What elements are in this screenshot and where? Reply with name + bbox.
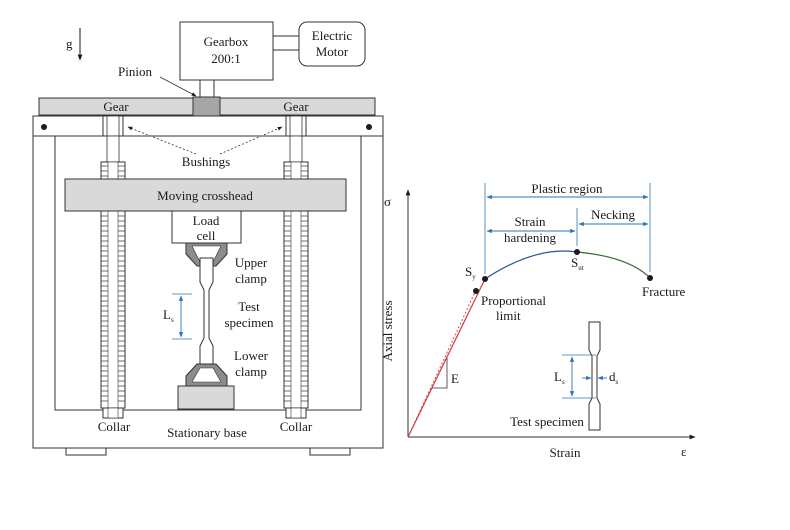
gear-right-label: Gear <box>283 99 309 114</box>
strain-hardening-curve <box>484 250 578 280</box>
epsilon-symbol: ε <box>681 444 687 459</box>
motor-coupling <box>272 35 300 51</box>
ultimate-label: Sut <box>571 255 584 272</box>
load-cell-label-2: cell <box>197 228 216 243</box>
screw-rod-left-upper <box>106 135 120 163</box>
lower-clamp-label-2: clamp <box>235 364 267 379</box>
gravity-label: g <box>66 36 73 51</box>
electric-motor <box>298 21 366 67</box>
elastic-extension <box>407 289 477 438</box>
diameter-label: ds <box>609 369 619 386</box>
load-cell-label: Load <box>193 213 220 228</box>
elastic-line <box>407 278 486 438</box>
x-axis-label: Strain <box>549 445 581 460</box>
bushings-leader-left <box>127 126 197 155</box>
base-foot-left <box>65 447 107 456</box>
top-bolt-left <box>41 124 47 130</box>
specimen-label: Test <box>238 299 260 314</box>
necking-label: Necking <box>591 207 636 222</box>
modulus-label: E <box>451 371 459 386</box>
upper-clamp-label: Upper <box>235 255 268 270</box>
strain-hardening-label-2: hardening <box>504 230 556 245</box>
small-test-specimen <box>588 321 601 431</box>
bushings-leader-right <box>219 126 283 155</box>
plastic-region-label: Plastic region <box>531 181 603 196</box>
load-cell <box>171 210 242 244</box>
bushing-left-core <box>106 115 120 137</box>
specimen-label-2: specimen <box>224 315 274 330</box>
proportional-limit-label-2: limit <box>496 308 521 323</box>
stationary-base-label: Stationary base <box>167 425 247 440</box>
yield-point <box>482 276 488 282</box>
gearbox <box>179 21 274 81</box>
fracture-label: Fracture <box>642 284 686 299</box>
fracture-point <box>647 275 653 281</box>
yield-label: Sy <box>465 264 476 281</box>
proportional-limit-label: Proportional <box>481 293 546 308</box>
lower-clamp-label: Lower <box>234 348 269 363</box>
drive-shaft <box>199 79 215 99</box>
y-axis-label: Axial stress <box>380 300 395 361</box>
gauge-length-label: Ls <box>163 307 174 324</box>
stress-strain-curve: σ ε Axial stress Strain E Sy Sut Proport… <box>380 181 696 460</box>
bushing-right-core <box>289 115 303 137</box>
base-block <box>177 385 235 410</box>
ultimate-point <box>574 249 580 255</box>
top-plate <box>32 115 384 137</box>
testing-machine: g Gearbox 200:1 Electric Motor Pinion Ge… <box>32 21 384 456</box>
collar-left-label: Collar <box>98 419 131 434</box>
gearbox-ratio: 200:1 <box>211 51 241 66</box>
strain-hardening-label: Strain <box>514 214 546 229</box>
screw-rod-right-upper <box>289 135 303 163</box>
motor-label: Electric <box>312 28 353 43</box>
motor-label-2: Motor <box>316 44 349 59</box>
modulus-triangle <box>432 358 448 389</box>
base-foot-right <box>309 447 351 456</box>
pinion-label: Pinion <box>118 64 152 79</box>
gearbox-label: Gearbox <box>204 34 249 49</box>
upper-clamp-label-2: clamp <box>235 271 267 286</box>
collar-right-label: Collar <box>280 419 313 434</box>
proportional-limit-point <box>473 288 479 294</box>
moving-crosshead <box>64 178 347 212</box>
pinion-leader <box>159 76 197 97</box>
necking-curve <box>576 251 651 279</box>
crosshead-label: Moving crosshead <box>157 188 253 203</box>
bushings-label: Bushings <box>182 154 230 169</box>
gear-left-label: Gear <box>103 99 129 114</box>
top-bolt-right <box>366 124 372 130</box>
small-specimen-label: Test specimen <box>510 414 584 429</box>
pinion <box>192 96 221 117</box>
small-gauge-length-label: Ls <box>554 369 565 386</box>
sigma-symbol: σ <box>384 194 391 209</box>
